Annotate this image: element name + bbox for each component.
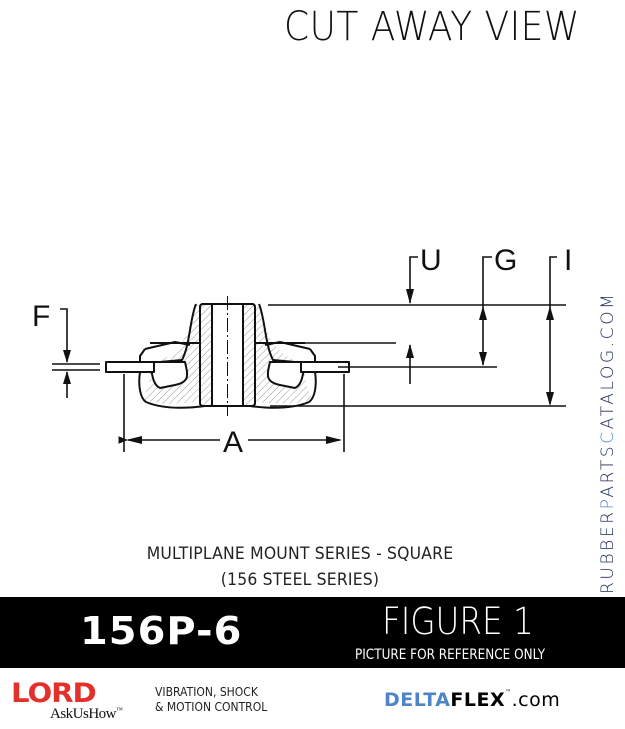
dimension-lines [52, 256, 566, 452]
deltaflex-delta: DELTA [384, 689, 451, 711]
watermark-suffix: ATALOG.COM [598, 291, 618, 430]
deltaflex-com: .com [511, 689, 561, 711]
tagline-line1: VIBRATION, SHOCK [155, 685, 258, 699]
lord-trademark: ™ [116, 706, 123, 714]
label-u: U [420, 244, 442, 277]
dimension-labels: U G I F A [32, 244, 572, 459]
watermark-highlight-p: P [598, 497, 618, 510]
watermark-middle: ARTS [598, 443, 618, 498]
side-watermark: RUBBERPARTSCATALOG.COM [598, 292, 618, 594]
dimension-arrows [63, 289, 554, 444]
deltaflex-trademark: ™ [505, 689, 512, 696]
page-title: CUT AWAY VIEW [284, 4, 580, 50]
tagline: VIBRATION, SHOCK & MOTION CONTROL [155, 685, 267, 715]
label-g: G [494, 244, 517, 277]
cutaway-drawing: U G I F A [32, 244, 572, 459]
caption-series: MULTIPLANE MOUNT SERIES - SQUARE [146, 544, 454, 564]
deltaflex-logo: DELTAFLEX™.com [384, 689, 560, 711]
label-a: A [223, 426, 243, 459]
lord-logo: LORD [11, 678, 97, 709]
caption-subseries: (156 STEEL SERIES) [220, 570, 380, 590]
footer [0, 668, 625, 729]
lord-slogan: AskUsHow™ [50, 706, 123, 723]
label-i: I [564, 244, 572, 277]
deltaflex-flex: FLEX [450, 689, 506, 711]
part-number: 156P-6 [80, 609, 243, 653]
lord-slogan-text: AskUsHow [50, 706, 117, 722]
tagline-line2: & MOTION CONTROL [155, 700, 268, 714]
watermark-highlight-c: C [598, 429, 618, 444]
figure-label: FIGURE 1 [382, 600, 534, 643]
title-band [0, 597, 625, 668]
watermark-prefix: RUBBER [598, 509, 618, 594]
mount-body [105, 303, 350, 409]
label-f: F [32, 300, 50, 333]
reference-disclaimer: PICTURE FOR REFERENCE ONLY [355, 647, 546, 663]
